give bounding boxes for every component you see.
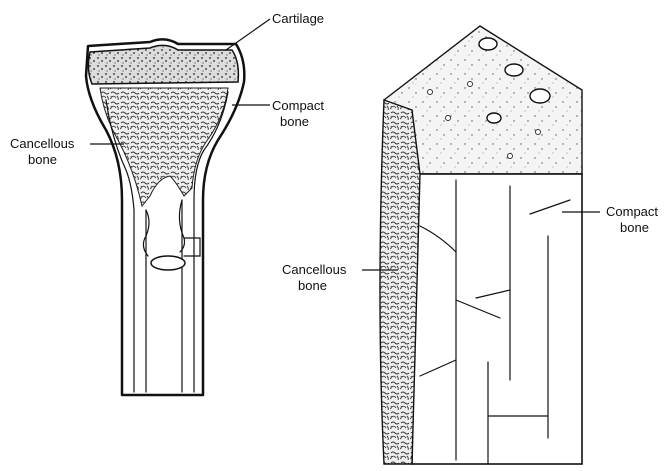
shaft-cross-section [151, 256, 185, 270]
cartilage-cap [88, 45, 238, 84]
long-bone-illustration [86, 39, 244, 395]
label-compact-bone-left: Compact bone [272, 98, 328, 129]
bone-block-illustration [380, 26, 582, 464]
label-compact-bone-right: Compact bone [606, 204, 662, 235]
leader-cartilage [226, 19, 270, 50]
label-cancellous-bone-left: Cancellous bone [10, 136, 78, 167]
compact-bone-block [412, 174, 582, 464]
cancellous-bone-strip [380, 100, 420, 464]
label-cancellous-bone-right: Cancellous bone [282, 262, 350, 293]
label-cartilage: Cartilage [272, 11, 324, 26]
cancellous-bone-region-left [100, 88, 228, 206]
